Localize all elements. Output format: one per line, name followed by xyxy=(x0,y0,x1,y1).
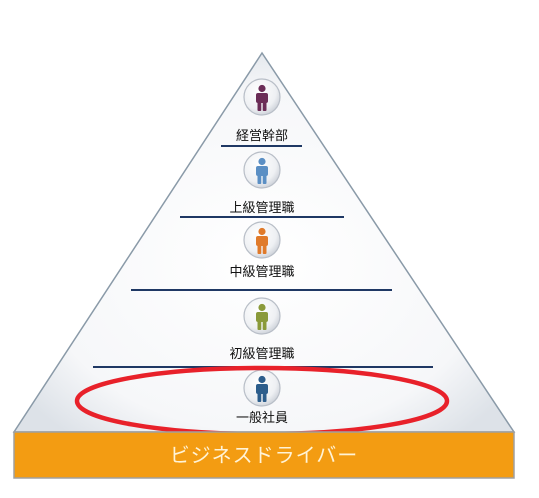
base-bar-label: ビジネスドライバー xyxy=(170,443,359,467)
person-icon xyxy=(243,297,281,335)
level-label: 一般社員 xyxy=(236,410,288,426)
level-label: 上級管理職 xyxy=(229,201,294,216)
base-bar: ビジネスドライバー xyxy=(13,431,515,479)
level-label: 経営幹部 xyxy=(236,128,288,144)
person-icon xyxy=(243,151,281,189)
base-bar-background xyxy=(13,431,515,479)
level-label: 中級管理職 xyxy=(229,265,294,280)
level-middle-management: 中級管理職 xyxy=(229,221,295,280)
level-senior-management: 上級管理職 xyxy=(229,151,295,216)
person-icon xyxy=(243,369,281,407)
level-general-employee: 一般社員 xyxy=(236,369,288,426)
person-icon xyxy=(243,221,281,259)
level-junior-management: 初級管理職 xyxy=(229,297,295,362)
level-executive: 経営幹部 xyxy=(236,78,288,144)
person-icon xyxy=(243,78,281,116)
level-label: 初級管理職 xyxy=(229,347,294,362)
